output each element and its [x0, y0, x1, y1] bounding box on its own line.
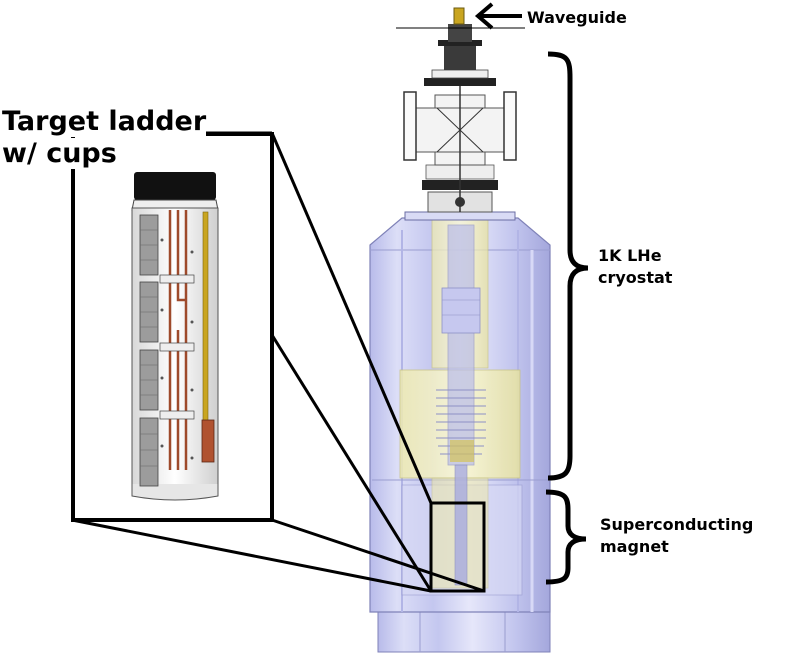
target-cups — [139, 214, 159, 487]
top-plate — [404, 211, 516, 221]
zoom-lines — [71, 131, 485, 593]
magnet-brace — [545, 489, 587, 585]
waveguide-label: Waveguide — [527, 8, 627, 27]
cryostat-head — [396, 7, 525, 221]
cryostat-body — [369, 217, 551, 653]
heat-exchanger — [441, 287, 481, 334]
magnet-label-line2: magnet — [600, 537, 669, 556]
gold-rod — [202, 211, 209, 423]
waveguide-arrow — [474, 2, 522, 30]
cryostat-label-line2: cryostat — [598, 268, 673, 287]
cryostat-label-line1: 1K LHe — [598, 246, 662, 265]
copper-wiring — [168, 210, 188, 470]
bottom-flange — [377, 611, 551, 653]
cryostat-brace — [547, 51, 589, 481]
magnet-label-line1: Superconducting — [600, 515, 754, 534]
target-ladder-drawing — [131, 172, 219, 501]
waveguide-port — [453, 7, 465, 25]
target-ladder-title-line1: Target ladder — [2, 106, 207, 137]
target-ladder-title-line2: w/ cups — [2, 138, 117, 169]
target-region-box — [429, 501, 486, 593]
ladder-cap — [134, 172, 216, 200]
